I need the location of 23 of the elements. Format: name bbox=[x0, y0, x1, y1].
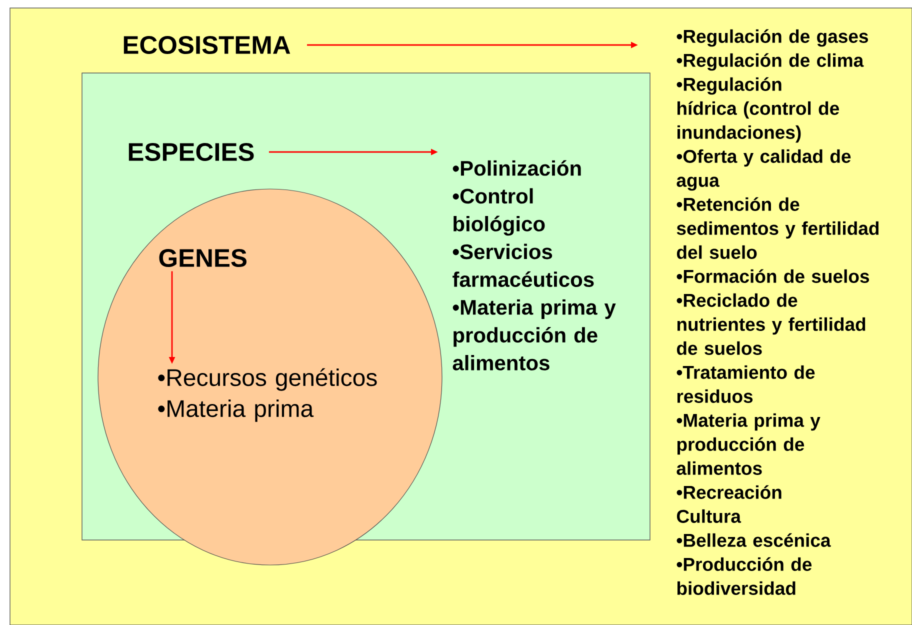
list-item: Cultura bbox=[676, 509, 742, 523]
list-item: •Reciclado de nutrientes y fertilidad de suelos bbox=[676, 293, 866, 355]
list-item: •Control biológico bbox=[452, 188, 545, 236]
list-item: •Oferta y calidad de agua bbox=[676, 149, 851, 191]
genes-circle bbox=[98, 188, 442, 566]
list-item: •Formación de suelos bbox=[676, 269, 870, 283]
heading: GENES bbox=[159, 248, 246, 268]
list-item: •Regulación hídrica (control de inundaciones) bbox=[676, 77, 839, 143]
list-item: •Regulación de clima bbox=[676, 53, 864, 71]
list-item: •Producción de biodiversidad bbox=[676, 557, 812, 595]
list-item: •Regulación de gases bbox=[676, 29, 868, 47]
list-item: •Polinización bbox=[452, 160, 581, 176]
list-item: •Tratamiento de residuos bbox=[676, 365, 815, 403]
list-item: •Servicios farmacéuticos bbox=[452, 244, 594, 287]
list-item: •Materia prima y producción de alimentos bbox=[676, 413, 820, 475]
list-item: •Recursos genéticos bbox=[158, 368, 377, 391]
list-item: •Materia prima bbox=[158, 399, 314, 422]
list-item: •Materia prima y producción de alimentos bbox=[452, 299, 616, 370]
list-item: •Retención de sedimentos y fertilidad del suelo bbox=[676, 197, 879, 259]
heading: ECOSISTEMA bbox=[124, 36, 290, 54]
list-item: •Belleza escénica bbox=[676, 533, 831, 547]
heading: ESPECIES bbox=[128, 142, 254, 162]
list-item: •Recreación bbox=[676, 485, 782, 499]
